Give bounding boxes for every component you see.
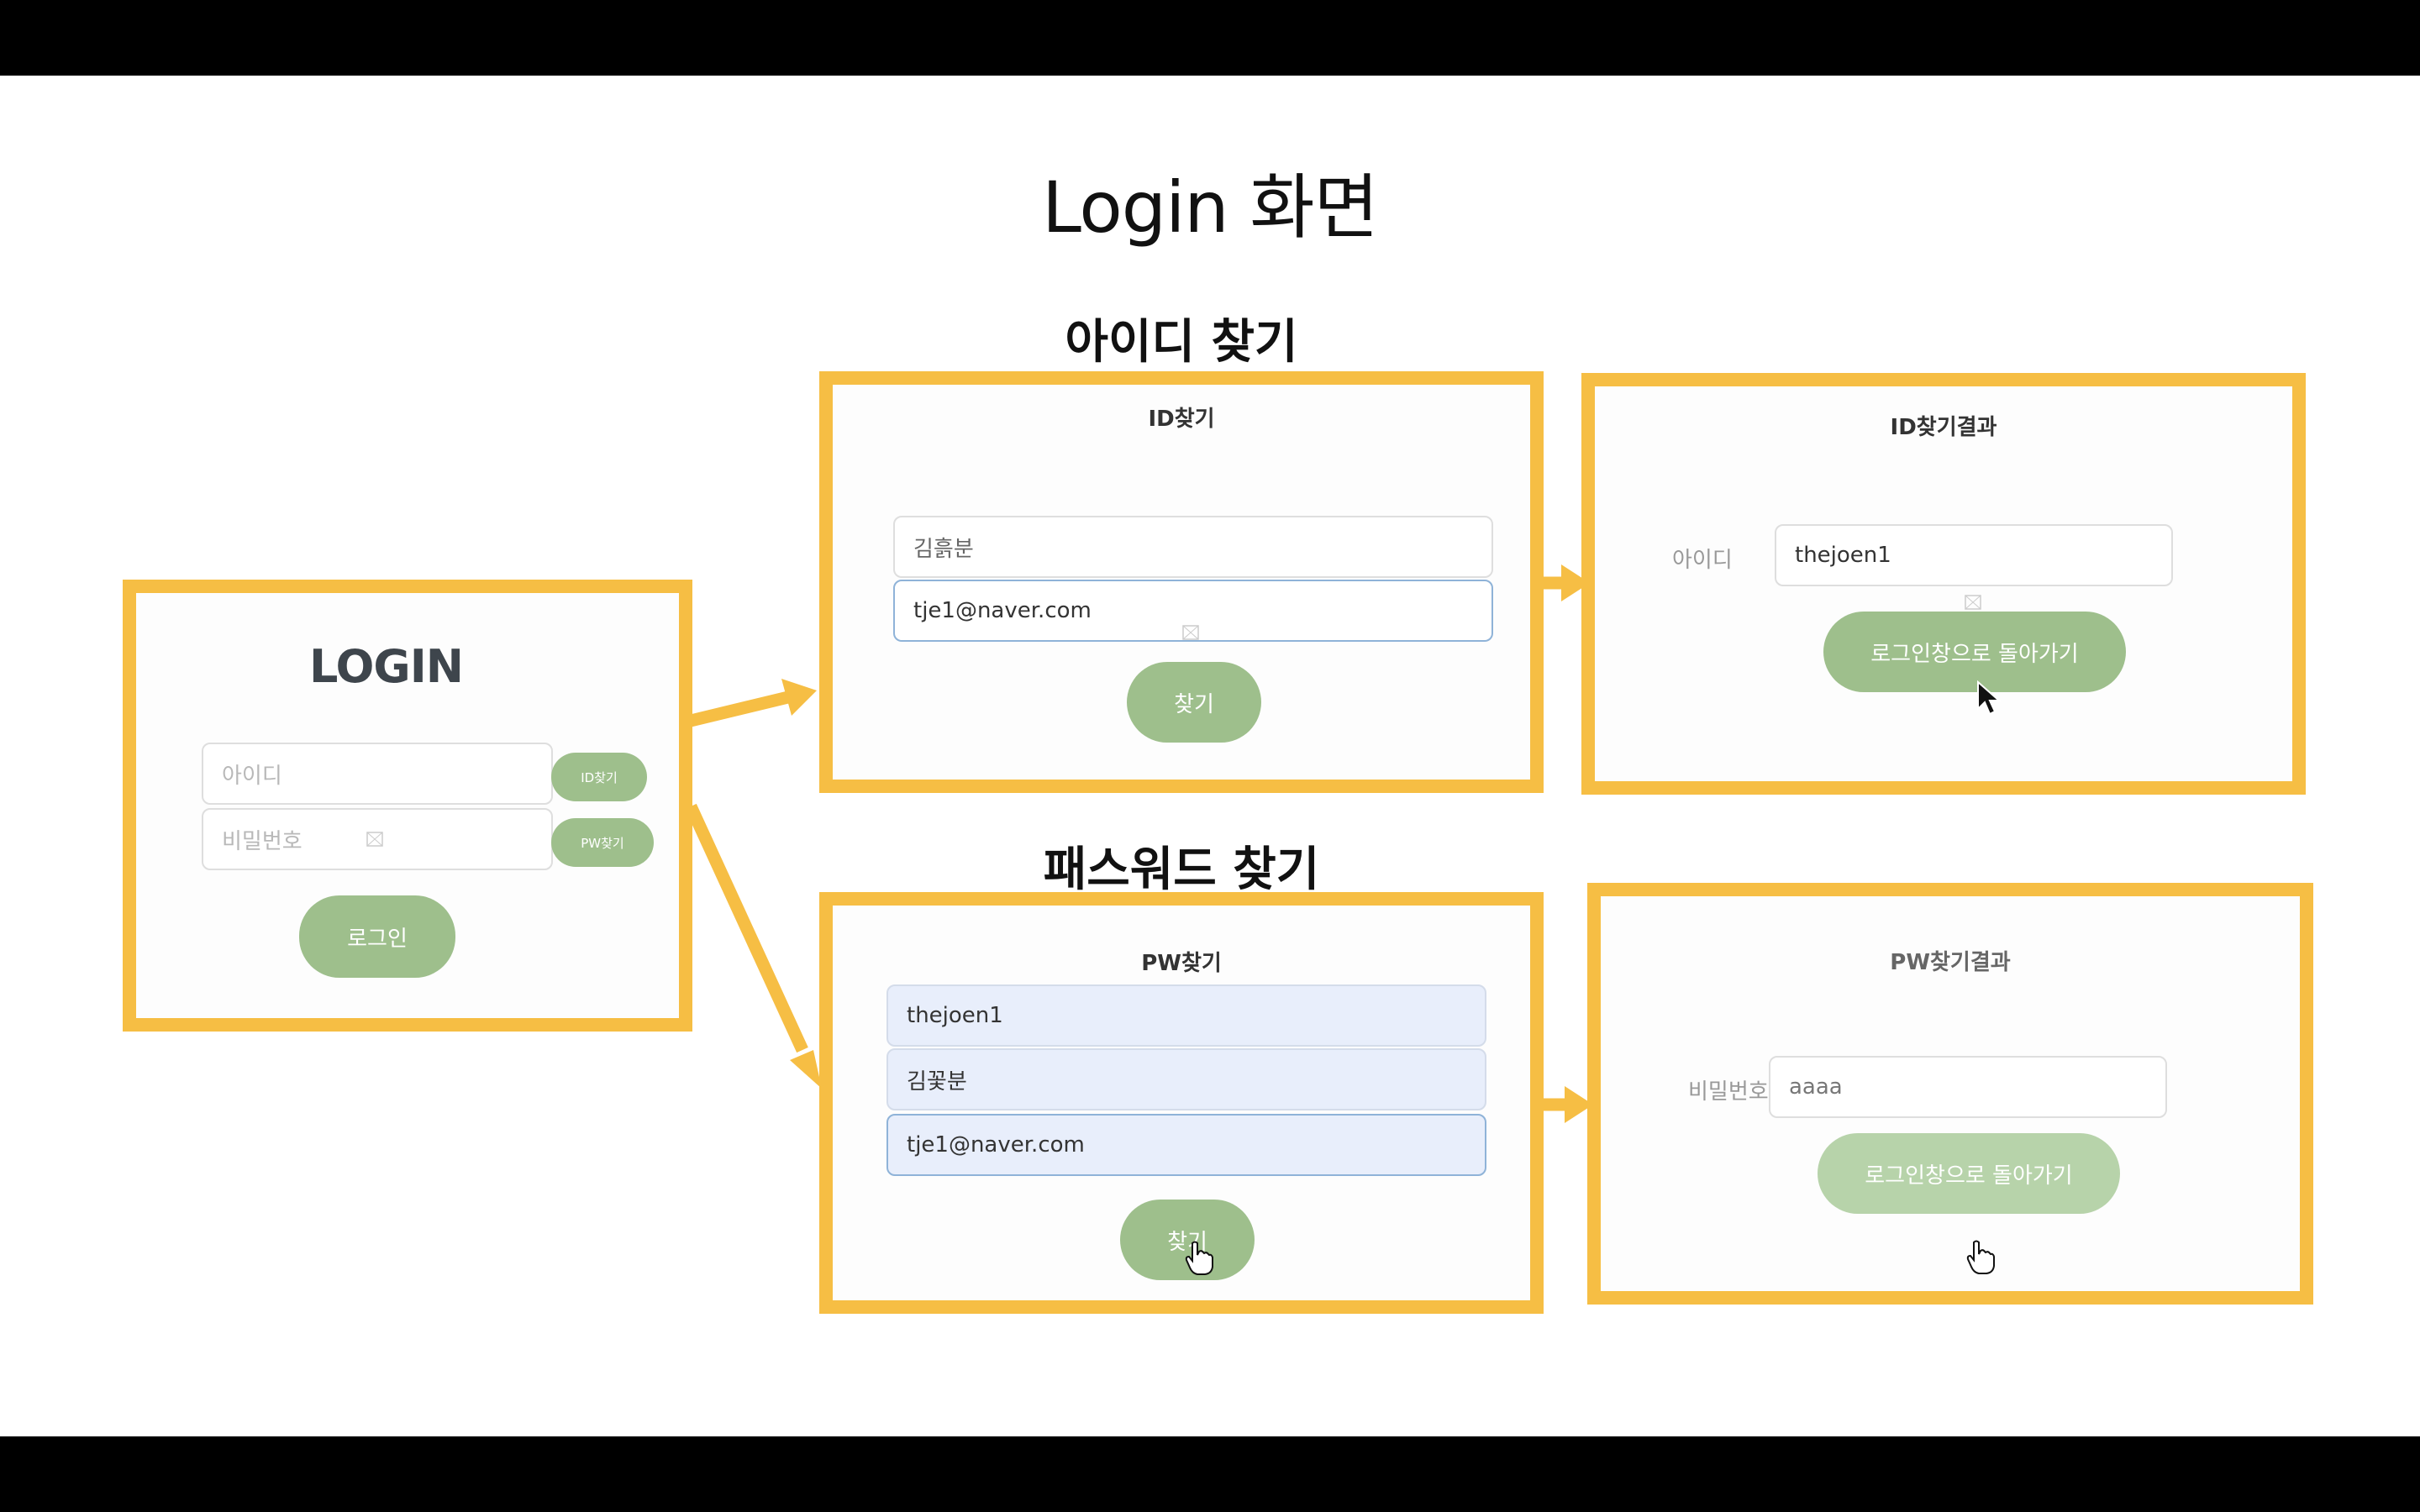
broken-image-icon xyxy=(1965,595,1981,610)
section-label-find-id: 아이디 찾기 xyxy=(1065,315,1298,370)
id-result-field[interactable]: thejoen1 xyxy=(1775,524,2173,586)
pw-result-heading: PW찾기결과 xyxy=(1890,950,2011,975)
arrowhead-pw-result xyxy=(1565,1086,1593,1123)
section-label-find-pw: 패스워드 찾기 xyxy=(1043,843,1320,897)
find-pw-panel: PW찾기 thejoen1 김꽃분 tje1@naver.com 찾기 xyxy=(819,892,1544,1314)
find-pw-button[interactable]: PW찾기 xyxy=(551,818,654,867)
find-pw-search-button[interactable]: 찾기 xyxy=(1120,1200,1255,1280)
pw-result-field[interactable]: aaaa xyxy=(1769,1056,2167,1118)
broken-image-icon xyxy=(1182,625,1199,640)
pw-result-panel: PW찾기결과 비밀번호 aaaa 로그인창으로 돌아가기 xyxy=(1587,883,2313,1305)
login-heading: LOGIN xyxy=(309,640,464,693)
find-pw-name-input[interactable]: 김꽃분 xyxy=(886,1048,1486,1110)
find-id-email-input[interactable]: tje1@naver.com xyxy=(893,580,1493,642)
id-result-back-button[interactable]: 로그인창으로 돌아가기 xyxy=(1823,612,2126,692)
slide-title: Login 화면 xyxy=(1042,166,1379,249)
broken-image-icon xyxy=(366,832,383,847)
arrow-login-to-find-pw xyxy=(685,803,808,1053)
arrowhead-id-result xyxy=(1561,564,1590,601)
pw-result-back-button[interactable]: 로그인창으로 돌아가기 xyxy=(1818,1133,2120,1214)
find-id-panel-heading: ID찾기 xyxy=(1148,407,1215,432)
login-id-input[interactable]: 아이디 xyxy=(202,743,553,805)
letterbox-bottom xyxy=(0,1436,2420,1512)
find-id-name-input[interactable]: 김흙분 xyxy=(893,516,1493,578)
pw-result-label: 비밀번호 xyxy=(1688,1079,1769,1105)
hand-cursor-icon xyxy=(1966,1240,1995,1274)
login-pw-input[interactable]: 비밀번호 xyxy=(202,808,553,870)
login-button[interactable]: 로그인 xyxy=(299,895,455,978)
hand-cursor-icon xyxy=(1185,1241,1213,1275)
letterbox-top xyxy=(0,0,2420,76)
find-id-panel: ID찾기 김흙분 tje1@naver.com 찾기 xyxy=(819,371,1544,793)
find-pw-panel-heading: PW찾기 xyxy=(1141,951,1222,976)
id-result-panel: ID찾기결과 아이디 thejoen1 로그인창으로 돌아가기 xyxy=(1581,373,2306,795)
id-result-heading: ID찾기결과 xyxy=(1890,415,1997,440)
id-result-label: 아이디 xyxy=(1672,548,1733,573)
arrow-cursor-icon xyxy=(1977,680,2002,716)
find-id-button[interactable]: ID찾기 xyxy=(551,753,647,801)
arrowhead-find-id xyxy=(781,679,817,716)
login-panel: LOGIN 아이디 ID찾기 비밀번호 PW찾기 로그인 xyxy=(123,580,692,1032)
find-id-search-button[interactable]: 찾기 xyxy=(1127,662,1261,743)
find-pw-id-input[interactable]: thejoen1 xyxy=(886,984,1486,1047)
arrow-login-to-find-id xyxy=(689,690,790,727)
find-pw-email-input[interactable]: tje1@naver.com xyxy=(886,1114,1486,1176)
arrowhead-find-pw xyxy=(790,1050,822,1089)
